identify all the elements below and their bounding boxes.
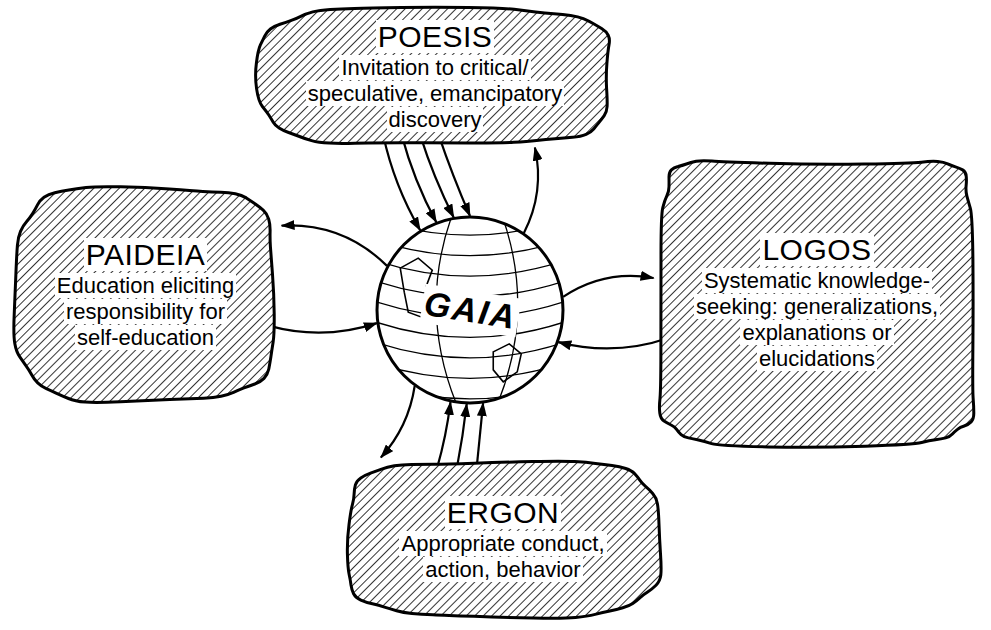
cloud-fill (256, 7, 610, 143)
arrow-connector (383, 135, 420, 230)
globe-node: GAIA (375, 215, 565, 405)
cloud-border (347, 461, 661, 618)
node-heading: ERGON (445, 496, 562, 529)
text-line: Appropriate conduct, action, behavior (378, 531, 628, 583)
node-description: Systematic knowledge-seeking: generaliza… (694, 268, 940, 371)
arrow-connector (381, 386, 415, 458)
cloud-node: LOGOSSystematic knowledge-seeking: gener… (652, 152, 982, 452)
text-line: LOGOS (692, 232, 942, 268)
globe-border (377, 217, 563, 403)
node-description: Invitation to critical/ speculative, ema… (306, 55, 564, 132)
node-description: Education eliciting responsibility for s… (55, 273, 236, 350)
latitude-line (377, 261, 563, 276)
continent-outline (400, 258, 521, 382)
arrow-connector (402, 135, 437, 222)
text-line: Invitation to critical/ speculative, ema… (288, 55, 582, 133)
cloud-node: ERGONAppropriate conduct, action, behavi… (338, 455, 668, 623)
cloud-hatching (14, 187, 274, 403)
cloud-border (14, 187, 274, 403)
arrow-connector (437, 402, 451, 469)
latitude-line (377, 220, 563, 235)
node-content: LOGOSSystematic knowledge-seeking: gener… (692, 232, 942, 372)
arrow-connector (563, 276, 654, 297)
cloud-node: PAIDEIAEducation eliciting responsibilit… (8, 180, 283, 408)
node-content: ERGONAppropriate conduct, action, behavi… (378, 495, 628, 583)
arrow-connector (477, 403, 484, 468)
arrow-connector (524, 148, 538, 233)
latitude-line (377, 343, 563, 358)
arrow-connector (420, 135, 454, 217)
cloud-hatching (256, 7, 610, 143)
text-line: PAIDEIA (48, 237, 243, 273)
cloud-fill (347, 461, 661, 618)
text-line: Systematic knowledge-seeking: generaliza… (692, 268, 942, 372)
node-content: PAIDEIAEducation eliciting responsibilit… (48, 237, 243, 351)
text-line: ERGON (378, 495, 628, 531)
cloud-fill (14, 187, 274, 403)
arrow-connector (269, 323, 377, 333)
arrow-connector (439, 135, 470, 216)
node-heading: PAIDEIA (84, 238, 208, 271)
cloud-hatching (347, 461, 661, 618)
globe-fill (377, 217, 563, 403)
text-line: GAIA (422, 291, 519, 330)
node-heading: POESIS (376, 20, 495, 53)
cloud-border (659, 161, 973, 448)
node-content: POESISInvitation to critical/ speculativ… (288, 19, 582, 133)
arrow-connector (282, 225, 387, 265)
cloud-fill (659, 161, 973, 448)
arrow-connector (457, 404, 467, 469)
node-content: GAIA (422, 291, 519, 330)
text-line: POESIS (288, 19, 582, 55)
globe-grid (377, 217, 563, 403)
globe-label: GAIA (419, 283, 521, 337)
cloud-border (256, 7, 610, 143)
node-description: Appropriate conduct, action, behavior (399, 531, 606, 582)
text-line: Education eliciting responsibility for s… (48, 273, 243, 351)
cloud-hatching (659, 161, 973, 448)
arrow-connector (558, 338, 668, 348)
node-heading: LOGOS (760, 233, 873, 266)
cloud-node: POESISInvitation to critical/ speculativ… (250, 2, 620, 150)
latitude-line (377, 384, 563, 399)
